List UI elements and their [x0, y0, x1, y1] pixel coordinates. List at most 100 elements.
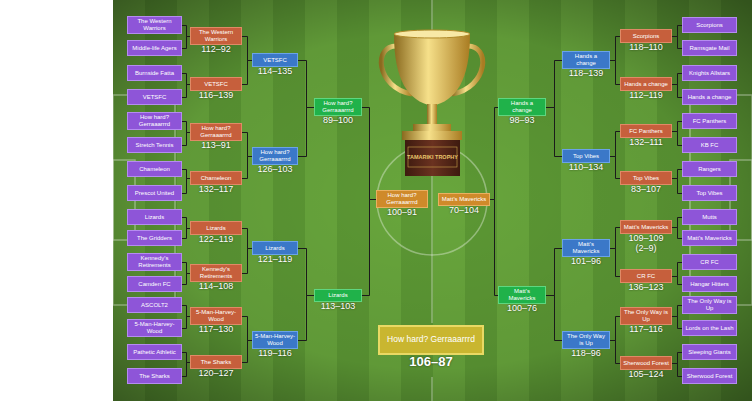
score-group: 112–92	[201, 44, 230, 55]
team-name: Hands a change	[565, 53, 607, 67]
bracket-line	[672, 132, 682, 146]
team-box: The Western Warriors	[127, 16, 182, 34]
team-box: Rangers	[682, 161, 737, 177]
match-score: 118–110	[629, 43, 663, 53]
trophy-inscription: TAMARIKI TROPHY	[405, 154, 460, 160]
team-name: The Gridders	[130, 235, 179, 242]
match-box: Hands a change98–93	[498, 98, 546, 116]
team-box: The Sharks	[127, 368, 182, 384]
team-box: Knights Allstars	[682, 65, 737, 81]
bracket-line	[182, 170, 190, 179]
match-score: 126–103	[257, 165, 292, 175]
score-group: 106–87	[409, 353, 452, 370]
match-box: Matt's Mavericks109–109(2–9)	[620, 220, 672, 234]
team-box: How hard? Gerraaarrrd	[127, 112, 182, 130]
match-box: The Western Warriors112–92	[190, 27, 242, 45]
bracket-line	[242, 61, 252, 85]
score-group: 126–103	[257, 164, 292, 175]
match-score: 121–119	[258, 255, 292, 265]
team-name: Lizards	[255, 245, 295, 252]
team-box: ASCOLT2	[127, 297, 182, 313]
team-name: Scorpions	[685, 22, 734, 29]
team-box: Matt's Mavericks	[682, 230, 737, 246]
bracket-line	[182, 317, 190, 329]
team-box: Burnside Fatta	[127, 65, 182, 81]
match-box: The Sharks120–127	[190, 355, 242, 369]
team-name: Top Vibes	[685, 190, 734, 197]
team-name: Kennedy's Retirements	[130, 255, 179, 269]
match-box: Matt's Mavericks101–96	[562, 239, 610, 257]
bracket-line	[182, 133, 190, 146]
team-name: Burnside Fatta	[130, 70, 179, 77]
bracket-line	[182, 363, 190, 377]
bracket-line	[182, 37, 190, 49]
score-group: 117–130	[199, 324, 233, 335]
team-name: Lizards	[317, 292, 359, 299]
match-score: 119–116	[258, 349, 292, 359]
team-name: ASCOLT2	[130, 302, 179, 309]
match-score: 113–103	[321, 302, 355, 312]
score-group: 118–139	[569, 68, 603, 79]
match-box: Top Vibes83–107	[620, 171, 672, 185]
team-box: Mutts	[682, 209, 737, 225]
final-box: How hard? Gerraaarrrd100–91	[376, 190, 428, 208]
match-box: VETSFC116–139	[190, 77, 242, 91]
score-group: 114–108	[199, 281, 233, 292]
bracket-line	[182, 179, 190, 194]
team-box: The Only Way is Up	[682, 296, 737, 314]
team-name: Sherwood Forest	[623, 360, 669, 367]
score-group: 100–91	[387, 207, 417, 218]
match-score: 105–124	[628, 370, 663, 380]
score-group: 98–93	[509, 115, 534, 126]
bracket-line	[672, 277, 682, 285]
match-box: The Only Way is Up117–116	[620, 307, 672, 325]
team-name: 5-Man-Harvey-Wood	[193, 309, 239, 323]
team-name: Top Vibes	[623, 175, 669, 182]
bracket-line	[610, 341, 620, 364]
team-box: Lizards	[127, 209, 182, 225]
team-name: The Sharks	[193, 359, 239, 366]
team-name: Lords on the Lash	[685, 325, 734, 332]
score-group: 101–96	[571, 256, 601, 267]
bracket-line	[672, 74, 682, 85]
team-name: Matt's Mavericks	[565, 241, 607, 255]
team-name: CR FC	[685, 259, 734, 266]
bracket-line	[546, 61, 562, 108]
team-box: Kennedy's Retirements	[127, 253, 182, 271]
bracket-line	[182, 263, 190, 274]
match-score: 70–104	[449, 206, 479, 216]
team-name: Camden FC	[130, 281, 179, 288]
bracket-line	[182, 218, 190, 229]
team-name: How hard? Gerraaarrrd	[379, 192, 425, 206]
team-name: Sherwood Forest	[685, 373, 734, 380]
score-group: 118–110	[629, 42, 663, 53]
match-score: 109–109	[628, 234, 663, 244]
bracket-line	[610, 157, 620, 179]
team-box: Prescot United	[127, 185, 182, 201]
score-group: 136–123	[628, 282, 663, 293]
bracket-line	[242, 341, 252, 363]
match-score: 106–87	[409, 354, 452, 370]
bracket-line	[672, 263, 682, 277]
bracket-line	[298, 296, 314, 341]
team-name: The Only Way is Up	[565, 333, 607, 347]
bracket-line	[672, 317, 682, 329]
team-name: Knights Allstars	[685, 70, 734, 77]
team-name: Ramsgate Mail	[685, 45, 734, 52]
score-group: 113–103	[321, 301, 355, 312]
team-name: Matt's Mavericks	[623, 224, 669, 231]
team-name: How hard? Gerraaarrrd	[130, 114, 179, 128]
bracket-line	[672, 306, 682, 317]
team-box: The Gridders	[127, 230, 182, 246]
team-box: Chameleon	[127, 161, 182, 177]
bracket-line	[672, 37, 682, 49]
match-box: Chameleon132–117	[190, 171, 242, 185]
team-name: Hands a change	[685, 94, 734, 101]
score-group: 110–134	[569, 162, 603, 173]
bracket-line	[182, 229, 190, 239]
bracket-line	[182, 74, 190, 85]
score-group: 121–119	[258, 254, 292, 265]
match-score: 114–108	[199, 282, 233, 292]
score-group: 132–111	[629, 137, 663, 148]
team-name: How hard? Gerraaarrrd	[384, 335, 478, 345]
